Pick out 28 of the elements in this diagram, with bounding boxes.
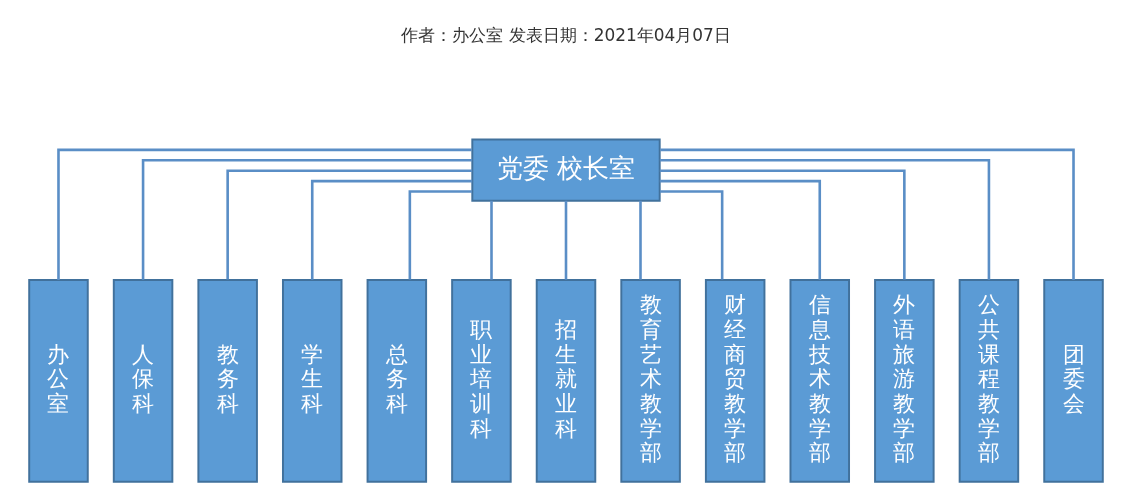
- node-box: 外语旅游教学部: [873, 279, 935, 483]
- node-box: 办公室: [27, 279, 89, 483]
- connector: [659, 190, 723, 280]
- node-box: 公共课程教学部: [958, 279, 1019, 483]
- connector: [659, 169, 906, 280]
- node-box: 党委 校长室: [470, 138, 661, 202]
- connector: [408, 190, 472, 280]
- connector: [659, 148, 1075, 280]
- node-box: 教育艺术教学部: [619, 279, 681, 483]
- connector: [659, 159, 990, 280]
- label: 作者：办公室 发表日期：2021年04月07日: [400, 25, 731, 46]
- connector: [564, 200, 567, 280]
- connector: [141, 159, 472, 280]
- connector: [225, 169, 472, 280]
- node-box: 教务科: [196, 279, 258, 483]
- node-box: 团委会: [1042, 279, 1104, 483]
- node-box: 信息技术教学部: [789, 279, 850, 483]
- node-box: 职业培训科: [450, 279, 512, 483]
- node-box: 总务科: [366, 279, 427, 483]
- node-box: 人保科: [112, 279, 173, 483]
- connector: [489, 200, 493, 280]
- connector: [659, 179, 821, 280]
- connector: [638, 200, 642, 280]
- connector: [310, 179, 472, 280]
- connector: [56, 148, 472, 280]
- node-box: 学生科: [281, 279, 342, 483]
- node-box: 招生就业科: [535, 279, 596, 483]
- node-box: 财经商贸教学部: [704, 279, 765, 483]
